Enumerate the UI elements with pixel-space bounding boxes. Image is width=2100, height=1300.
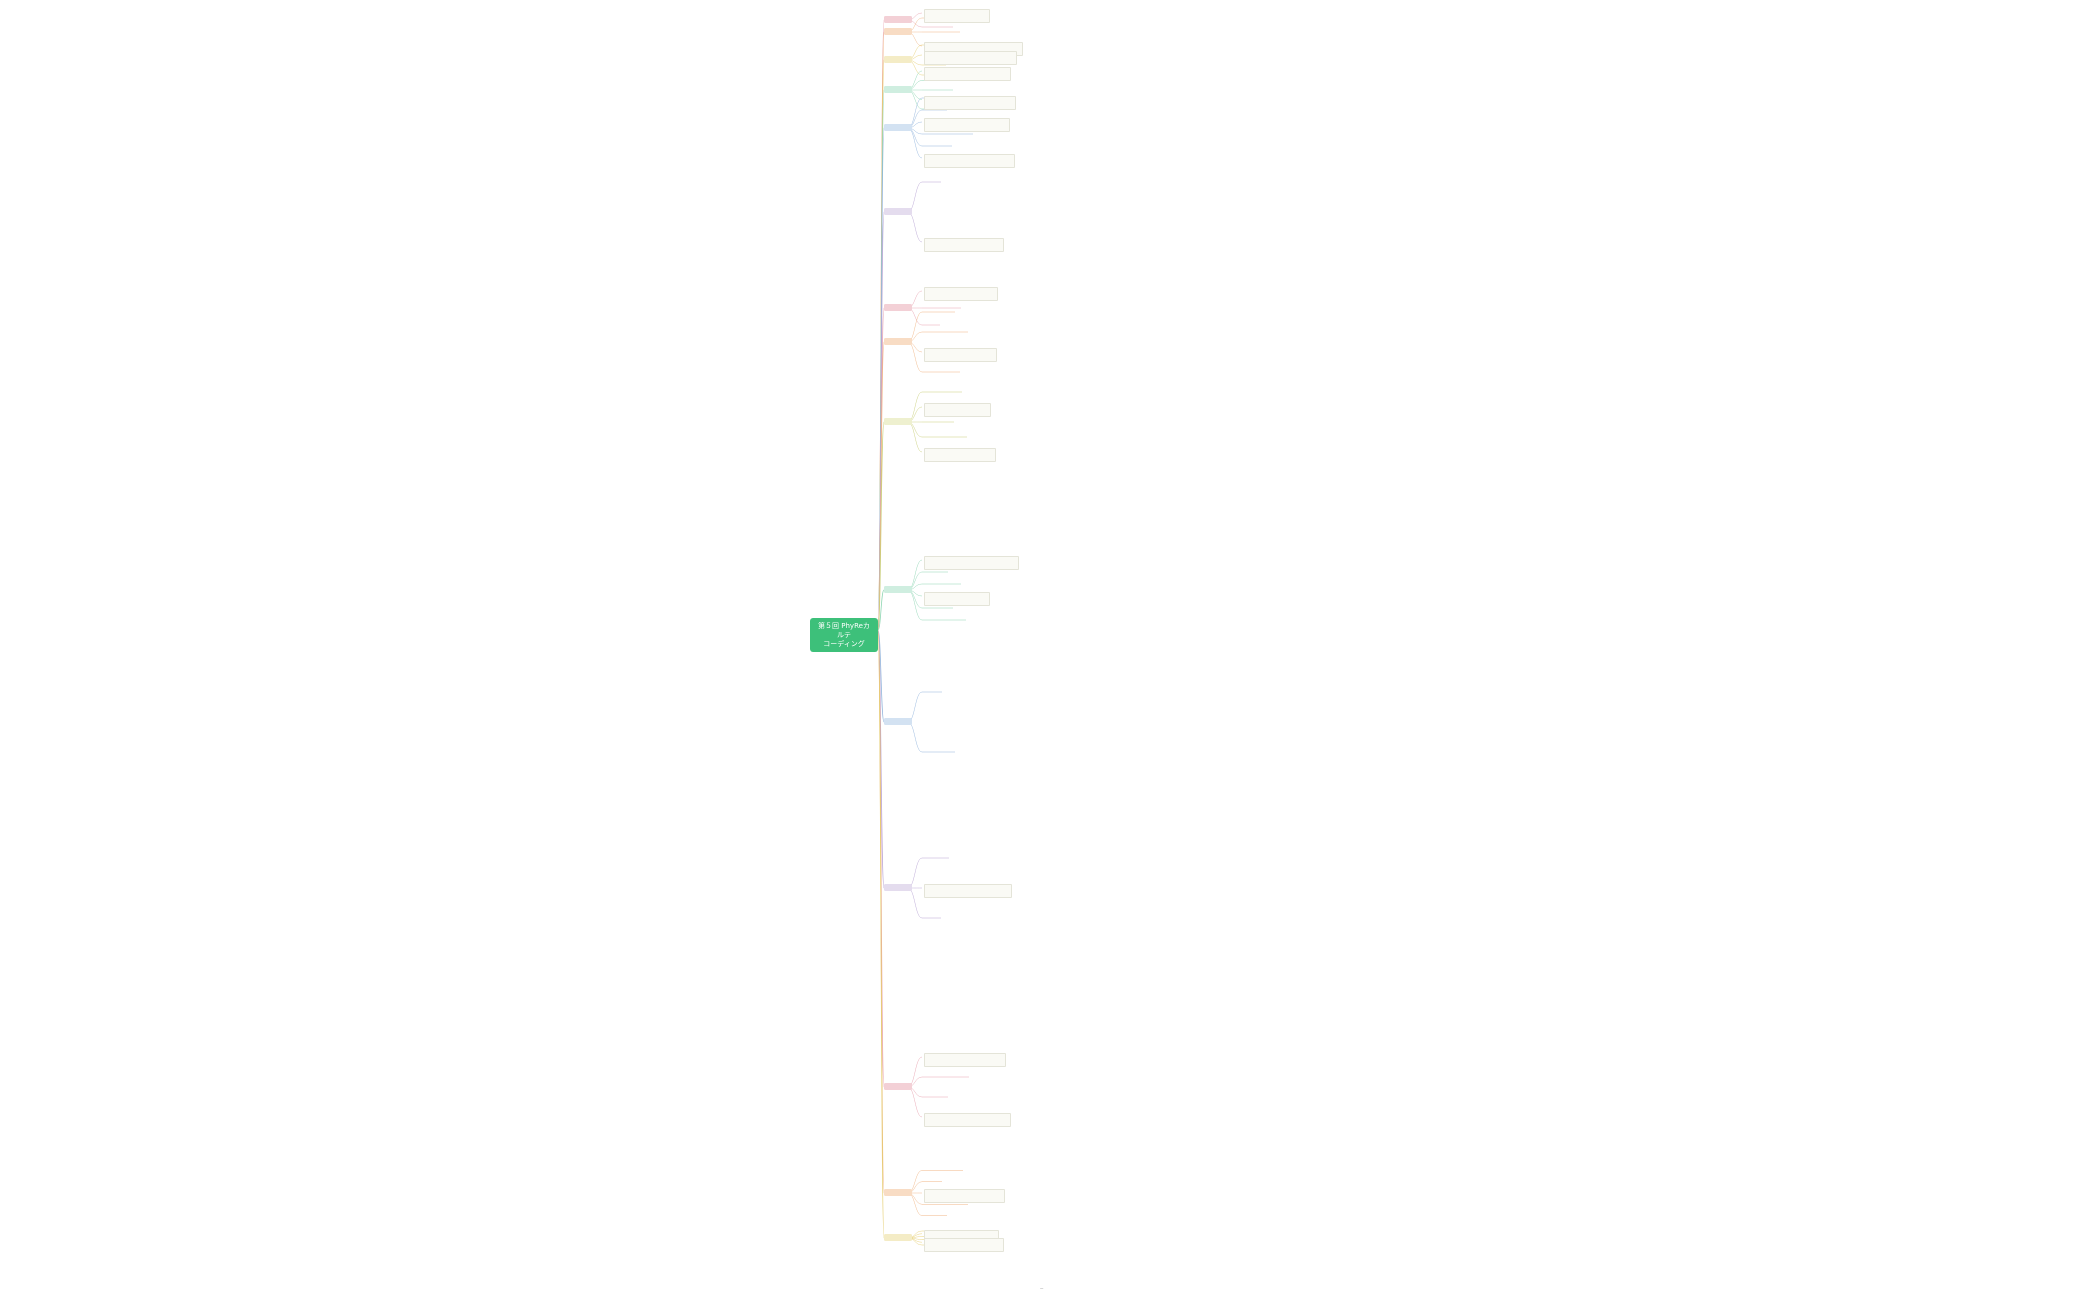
note-block (924, 238, 1004, 252)
note-block (924, 118, 1010, 132)
floating-node-connector: — (1040, 1286, 1044, 1290)
branch-node[interactable] (884, 586, 912, 593)
note-block (924, 51, 1017, 65)
note-block (924, 556, 1019, 570)
branch-node[interactable] (884, 338, 912, 345)
note-block (924, 1053, 1006, 1067)
note-block (924, 9, 990, 23)
note-block (924, 287, 998, 301)
note-block (924, 1189, 1005, 1203)
note-block (924, 403, 991, 417)
branch-node[interactable] (884, 124, 912, 131)
note-block (924, 67, 1011, 81)
branch-node[interactable] (884, 86, 912, 93)
branch-node[interactable] (884, 304, 912, 311)
branch-node[interactable] (884, 16, 912, 23)
note-block (924, 448, 996, 462)
note-block (924, 592, 990, 606)
floating-node[interactable]: — (1040, 1286, 1043, 1290)
branch-node[interactable] (884, 1189, 912, 1196)
branch-node[interactable] (884, 1083, 912, 1090)
branch-node[interactable] (884, 1234, 912, 1241)
branch-node[interactable] (884, 884, 912, 891)
root-title: 第５回 PhyReカルテ コーディング (818, 622, 870, 648)
note-block (924, 1238, 1004, 1253)
root-node[interactable]: 第５回 PhyReカルテ コーディング (810, 618, 878, 653)
branch-node[interactable] (884, 418, 912, 425)
note-block (924, 884, 1012, 898)
branch-node[interactable] (884, 718, 912, 725)
note-block (924, 1113, 1011, 1127)
note-block (924, 154, 1015, 168)
branch-node[interactable] (884, 28, 912, 35)
branch-node[interactable] (884, 56, 912, 63)
note-block (924, 348, 997, 362)
note-block (924, 95, 1016, 110)
branch-node[interactable] (884, 208, 912, 215)
